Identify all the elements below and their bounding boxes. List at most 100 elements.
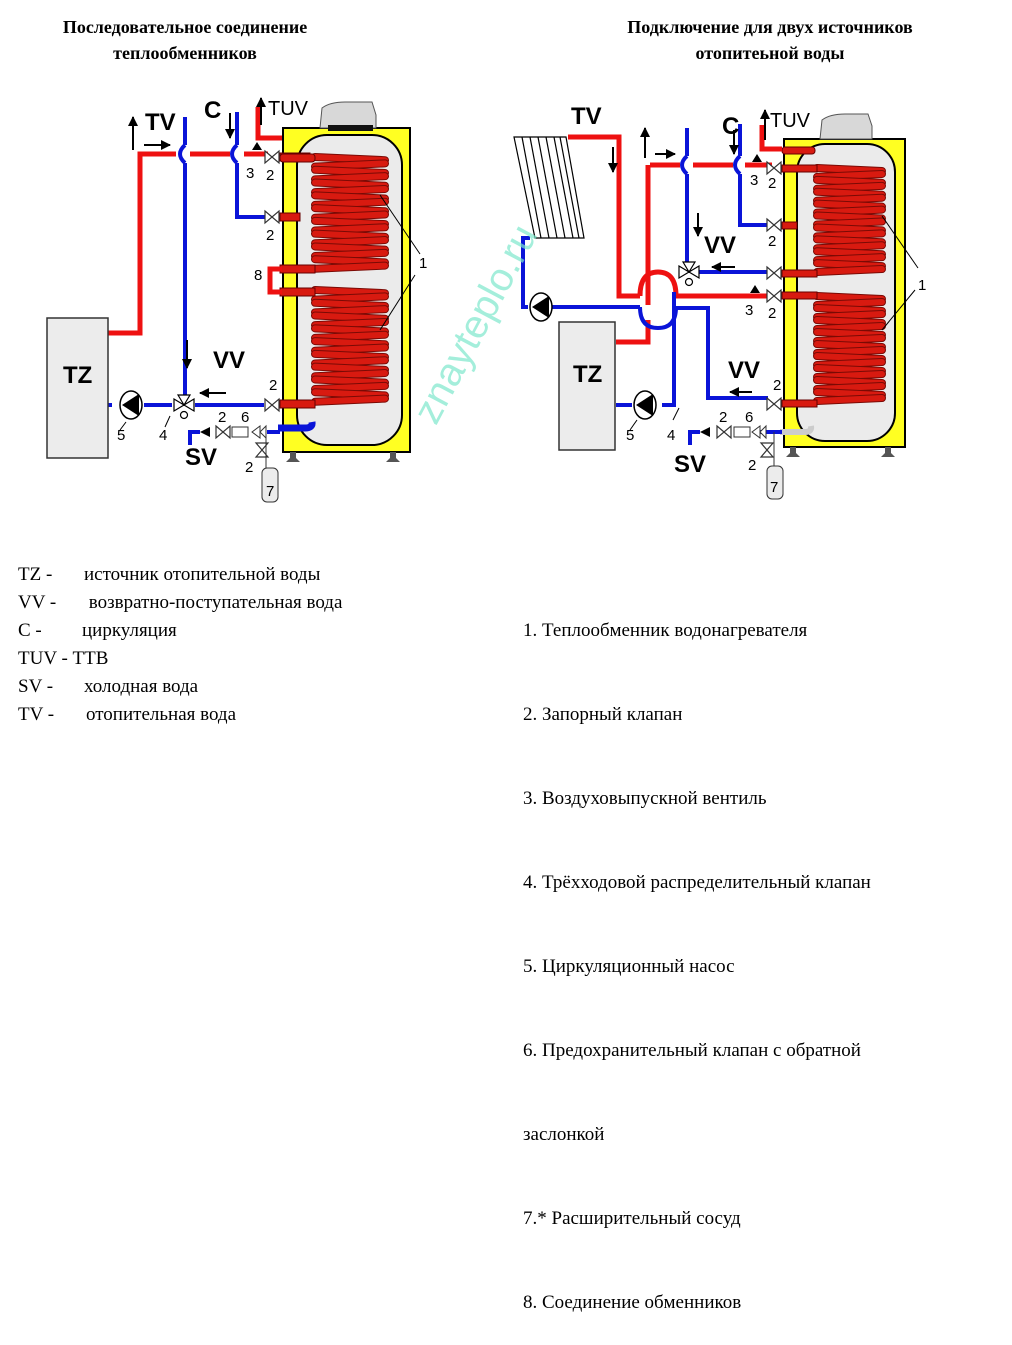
callout-7: 7 <box>770 479 778 496</box>
tank-foot-right <box>881 447 895 457</box>
shutoff-valve-icon <box>766 397 782 411</box>
callout-3: 3 <box>745 302 753 319</box>
callout-6: 6 <box>745 409 753 426</box>
tank-foot-left <box>786 447 800 457</box>
tank-anode-cap <box>319 101 377 129</box>
title-right-line1: Подключение для двух источников <box>627 17 913 37</box>
label-sv: SV <box>674 451 706 478</box>
coil-turn <box>312 256 388 266</box>
callout-8: 8 <box>254 267 262 284</box>
title-left-line1: Последовательное соединение <box>62 17 308 37</box>
title-right-line2: отопитеьной воды <box>695 43 845 63</box>
circulation-pump-icon <box>529 292 553 322</box>
coil-turn <box>312 331 388 341</box>
shutoff-valve-icon <box>766 289 782 303</box>
callout-1: 1 <box>918 277 926 294</box>
label-c: C <box>204 97 221 124</box>
callout-2: 2 <box>266 227 274 244</box>
legend-item: 3. Воздуховыпускной вентиль <box>523 788 767 809</box>
legend-row: TUV - ТТВ <box>18 645 342 673</box>
label-vv: VV <box>728 357 760 384</box>
check-valve-icon <box>231 426 249 438</box>
inlet-arrow-icon <box>200 427 210 437</box>
tank-neck <box>328 125 373 131</box>
label-tuv: TUV <box>268 98 309 120</box>
coil-turn <box>312 338 388 348</box>
callout-2: 2 <box>748 457 756 474</box>
tank-anode-cap <box>819 113 873 140</box>
label-sv: SV <box>185 444 217 471</box>
callout-1: 1 <box>419 255 427 272</box>
coil-turn <box>312 325 388 335</box>
legend-row: TZ -источник отопительной воды <box>18 561 342 589</box>
safety-valve-icon <box>751 424 767 440</box>
coil-turn <box>312 318 388 329</box>
inlet-arrow-icon <box>700 427 710 437</box>
shutoff-valve-icon <box>766 218 782 232</box>
shutoff-valve-icon <box>716 425 732 439</box>
left-cold-pipes <box>108 112 280 445</box>
circulation-pump-icon <box>633 390 657 420</box>
shutoff-valve-icon <box>264 210 280 224</box>
legend-row: C -циркуляция <box>18 617 342 645</box>
coil-turn <box>312 192 388 202</box>
shutoff-valve-icon <box>264 150 280 164</box>
legend-item: 1. Теплообменник водонагревателя <box>523 620 808 641</box>
coil-turn <box>312 395 388 405</box>
coil-turn <box>312 287 388 297</box>
callout-2: 2 <box>768 233 776 250</box>
check-valve-icon <box>733 426 751 438</box>
legend-text: ТТВ <box>72 648 109 669</box>
label-tv: TV <box>145 109 176 136</box>
coil-turn <box>312 262 388 272</box>
coil-turn <box>312 363 388 373</box>
coil-turn <box>312 249 388 260</box>
legend-item: заслонкой <box>523 1124 605 1145</box>
left-hot-pipes <box>108 107 282 336</box>
coil-turn <box>312 370 388 380</box>
coil-turn <box>312 179 388 189</box>
coil-turn <box>312 160 388 170</box>
lower-heat-exchanger-coil <box>311 286 389 406</box>
legend-item: 7.* Расширительный сосуд <box>523 1208 741 1229</box>
coil-turn <box>312 205 388 215</box>
right-diagram: TV C TUV VV VV TZ SV 3 2 2 3 2 1 2 5 4 2… <box>513 103 926 500</box>
shutoff-valve-icon <box>264 398 280 412</box>
coil-turn <box>312 224 388 234</box>
expansion-vessel <box>766 465 784 500</box>
legend-row: VV - возвратно-поступательная вода <box>18 589 342 617</box>
callout-4: 4 <box>667 427 675 444</box>
flow-arrows <box>128 97 266 398</box>
callout-2: 2 <box>719 409 727 426</box>
callout-3: 3 <box>750 172 758 189</box>
coil-turn <box>312 243 388 253</box>
safety-valve-icon <box>251 424 267 440</box>
solar-collector <box>513 136 585 239</box>
coil-turn <box>814 395 885 404</box>
legend-text: циркуляция <box>82 620 177 641</box>
legend-code: TV - <box>18 704 55 725</box>
callout-2: 2 <box>768 305 776 322</box>
coil-turn <box>312 211 388 221</box>
label-tz: TZ <box>63 362 92 389</box>
coil-turn <box>312 185 388 196</box>
tank-foot-left <box>286 452 300 462</box>
callout-3: 3 <box>246 165 254 182</box>
coil-turn <box>312 382 388 393</box>
title-two-sources: Подключение для двух источников отопитеь… <box>560 14 980 66</box>
left-diagram: TV C TUV VV TZ SV 3 2 2 8 1 2 5 4 2 6 2 … <box>46 97 427 503</box>
legend-text: источник отопительной воды <box>84 564 321 585</box>
legend-item: 6. Предохранительный клапан с обратной <box>523 1040 861 1061</box>
expansion-vessel <box>261 467 279 503</box>
coil-turn <box>312 389 388 399</box>
legend-item: 8. Соединение обменников <box>523 1292 742 1313</box>
right-cold-pipes <box>521 124 782 445</box>
air-vent-icon <box>252 142 262 150</box>
label-c: C <box>722 113 739 140</box>
coil-turn <box>312 306 388 316</box>
callout-2: 2 <box>269 377 277 394</box>
callout-2: 2 <box>773 377 781 394</box>
legend-code: TUV - <box>18 648 68 669</box>
legend-item: 4. Трёхходовой распределительный клапан <box>523 872 871 893</box>
callout-6: 6 <box>241 409 249 426</box>
